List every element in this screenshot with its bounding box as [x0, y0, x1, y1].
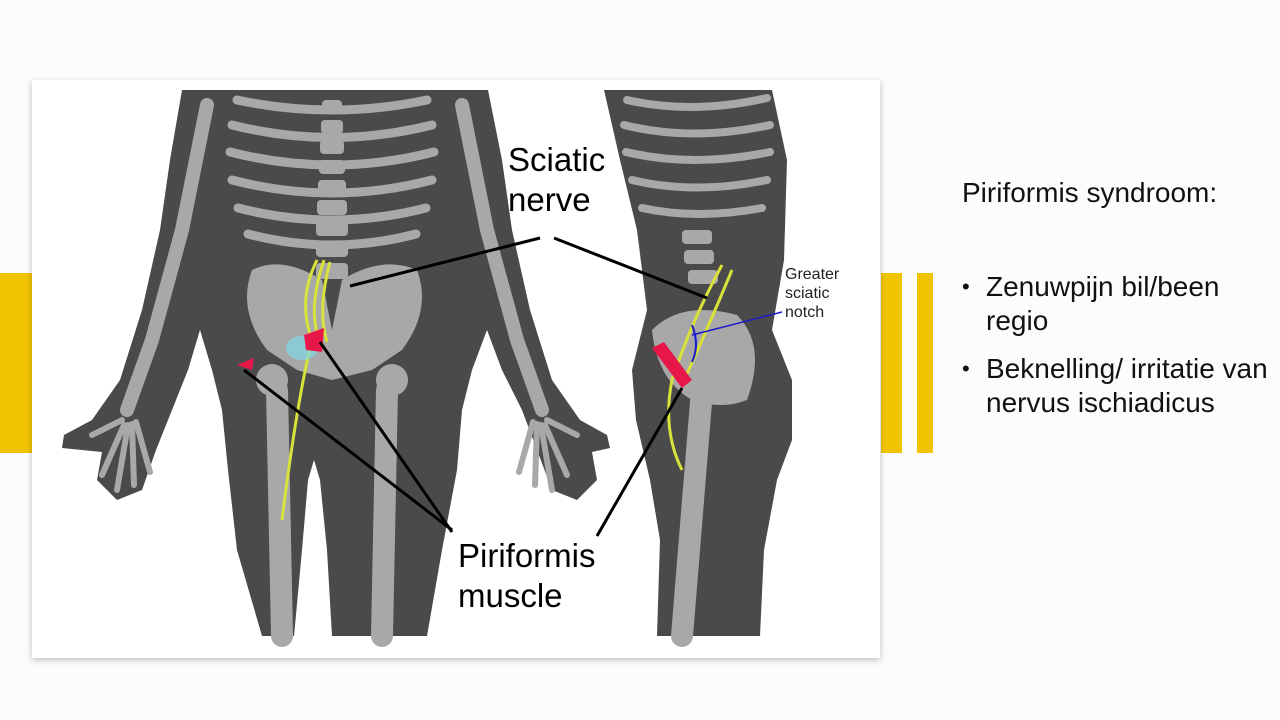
- bullet-item: • Beknelling/ irritatie van nervus ischi…: [962, 352, 1272, 420]
- leader-lines: [243, 236, 708, 537]
- front-femurs: [266, 379, 398, 647]
- bullet-text: Beknelling/ irritatie van nervus ischiad…: [986, 352, 1268, 418]
- bullet-text: Zenuwpijn bil/been regio: [986, 270, 1220, 336]
- front-spine: [316, 100, 348, 279]
- side-sciatic-nerve: [667, 264, 734, 471]
- label-piriformis-muscle: Piriformis muscle: [458, 537, 596, 614]
- side-femur: [671, 379, 713, 647]
- panel-title: Piriformis syndroom:: [962, 177, 1218, 208]
- front-hands: [89, 417, 580, 493]
- bullet-icon: •: [962, 273, 970, 299]
- label-greater-sciatic-notch: Greater sciatic notch: [785, 266, 840, 322]
- front-piriformis-muscle: [304, 328, 324, 352]
- notch-leader-line: [691, 311, 783, 336]
- accent-bar-right-1: [881, 273, 902, 453]
- front-arms: [120, 98, 549, 417]
- label-sciatic-nerve: Sciatic nerve: [508, 141, 606, 218]
- text-panel: Piriformis syndroom: • Zenuwpijn bil/bee…: [962, 176, 1272, 434]
- notch-bracket: [691, 324, 697, 363]
- skeleton-illustration: [62, 90, 792, 647]
- front-piriformis-muscle-right: [237, 358, 254, 370]
- bullet-icon: •: [962, 355, 970, 381]
- bullet-item: • Zenuwpijn bil/been regio: [962, 270, 1272, 338]
- anatomy-figure: Sciatic nerve Piriformis muscle Greater …: [32, 80, 880, 658]
- side-spine: [682, 230, 718, 284]
- side-piriformis-muscle: [652, 342, 692, 388]
- side-ribcage: [620, 94, 774, 218]
- accent-bar-right-2: [917, 273, 933, 453]
- accent-bar-left: [0, 273, 32, 453]
- bullet-list: • Zenuwpijn bil/been regio • Beknelling/…: [962, 270, 1272, 420]
